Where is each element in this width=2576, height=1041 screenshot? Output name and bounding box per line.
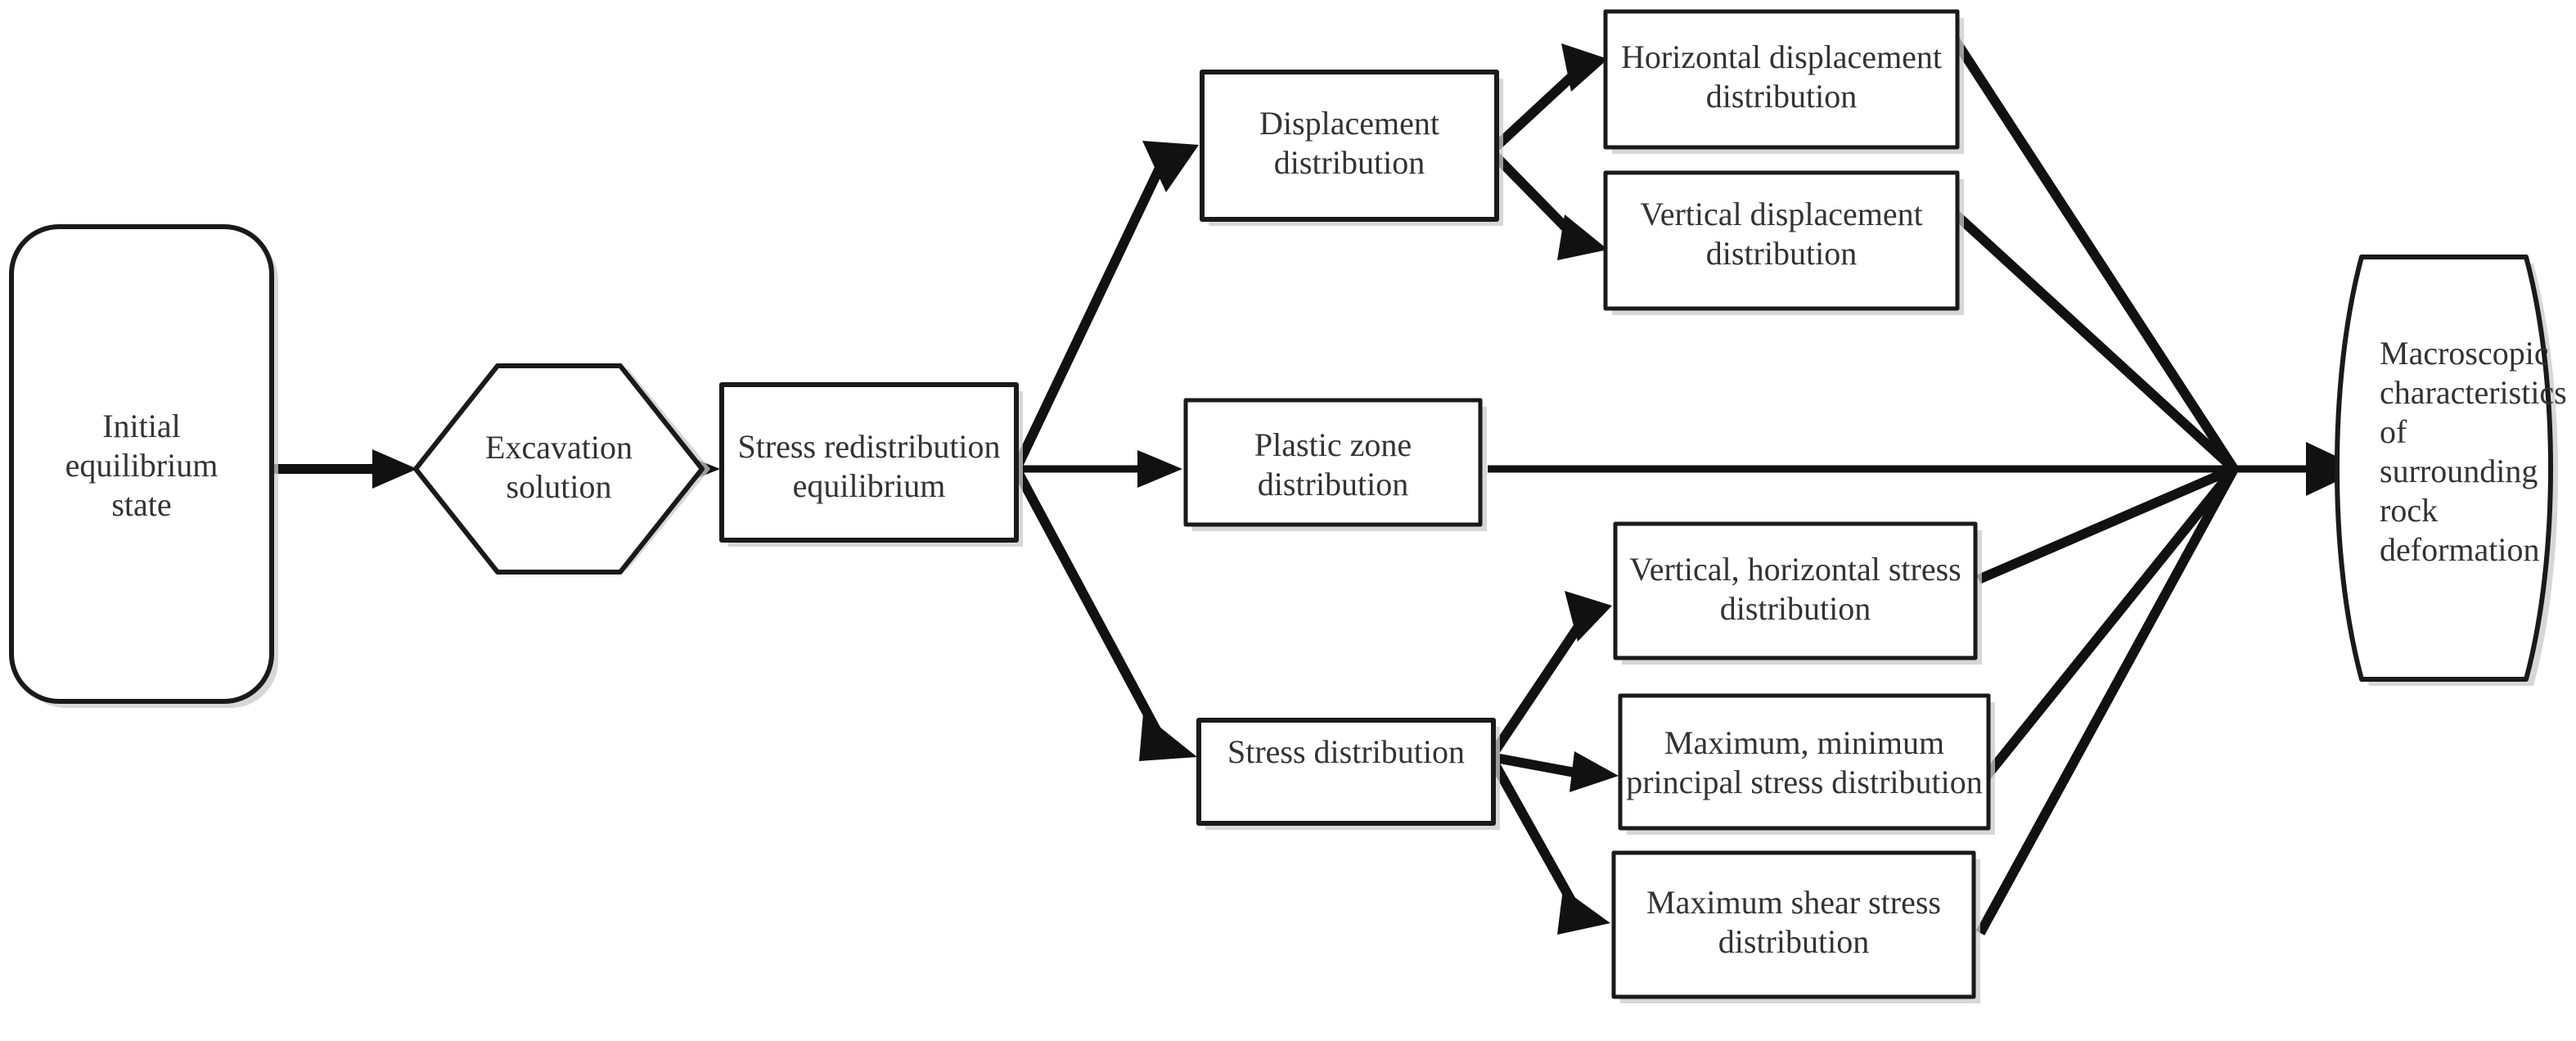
node-label-line: distribution [1706,78,1857,115]
edge-stress-distribution-to-principal [1489,751,1619,792]
edge-initial-to-excavation [270,449,417,489]
node-layer: Initial equilibrium state Excavation sol… [9,9,2567,1003]
node-label-line: Plastic zone [1254,426,1412,463]
edge-layer [270,38,2363,935]
node-plastic-zone-distribution[interactable]: Plastic zone distribution [1183,398,1487,531]
node-label-line: principal stress distribution [1626,764,1983,800]
node-macroscopic-result[interactable]: Macroscopic characteristics of surroundi… [2335,255,2567,686]
node-label-line: Vertical, horizontal stress [1629,551,1961,588]
node-horizontal-displacement-distribution[interactable]: Horizontal displacement distribution [1603,9,1964,154]
edge-vertical-horizontal-stress-to-macroscopic [1976,464,2236,584]
node-label-line: distribution [1706,235,1857,272]
node-label-line: of [2380,413,2407,450]
node-label-line: equilibrium [793,467,946,504]
node-label-line: Maximum, minimum [1664,724,1944,761]
node-label-line: surrounding [2380,453,2538,489]
edge-converge-to-macroscopic [2234,442,2363,496]
edge-max-shear-to-macroscopic [1975,466,2239,935]
edge-displacement-to-vertical [1487,147,1608,260]
edge-stress-distribution-to-max-shear [1486,755,1610,935]
edge-principal-stress-to-macroscopic [1983,466,2238,779]
node-initial-equilibrium-state[interactable]: Initial equilibrium state [9,224,278,708]
edge-stress-redistribution-to-plastic-zone [1016,450,1182,488]
node-label-line: Stress redistribution [737,428,1000,465]
node-label-line: Macroscopic [2380,335,2549,372]
node-vertical-horizontal-stress-distribution[interactable]: Vertical, horizontal stress distribution [1613,521,1982,665]
edge-vertical-to-macroscopic [1952,210,2238,473]
node-displacement-distribution[interactable]: Displacement distribution [1200,70,1503,226]
edge-horizontal-to-macroscopic [1951,38,2239,472]
node-excavation-solution[interactable]: Excavation solution [413,363,710,575]
node-label-line: deformation [2380,531,2540,568]
node-label-line: distribution [1258,466,1408,502]
node-label-line: Maximum shear stress [1646,884,1941,921]
node-label-line: distribution [1274,144,1425,181]
node-label-line: distribution [1718,923,1869,960]
node-label-line: solution [507,468,612,505]
node-label-line: Vertical displacement [1640,196,1922,232]
node-principal-stress-distribution[interactable]: Maximum, minimum principal stress distri… [1618,693,1995,835]
node-label-line: state [111,486,171,523]
node-label-line: characteristics [2380,374,2567,411]
node-stress-redistribution-equilibrium[interactable]: Stress redistribution equilibrium [719,382,1023,547]
node-max-shear-stress-distribution[interactable]: Maximum shear stress distribution [1611,850,1980,1003]
node-label-line: Initial [102,408,181,444]
node-vertical-displacement-distribution[interactable]: Vertical displacement distribution [1603,170,1964,315]
edge-stress-redistribution-to-stress-distribution [1011,466,1197,761]
edge-displacement-to-horizontal [1487,43,1608,155]
node-label-line: distribution [1720,590,1871,627]
edge-stress-distribution-to-vertical-horizontal [1487,591,1612,760]
node-label-line: Displacement [1259,105,1439,142]
node-label-line: equilibrium [65,447,218,484]
node-label-line: rock [2380,492,2438,529]
node-label-line: Excavation [485,429,633,466]
edge-stress-redistribution-to-displacement [1011,141,1199,471]
node-label-line: Horizontal displacement [1621,38,1942,75]
node-stress-distribution[interactable]: Stress distribution [1196,718,1500,830]
node-label-line: Stress distribution [1227,733,1465,770]
